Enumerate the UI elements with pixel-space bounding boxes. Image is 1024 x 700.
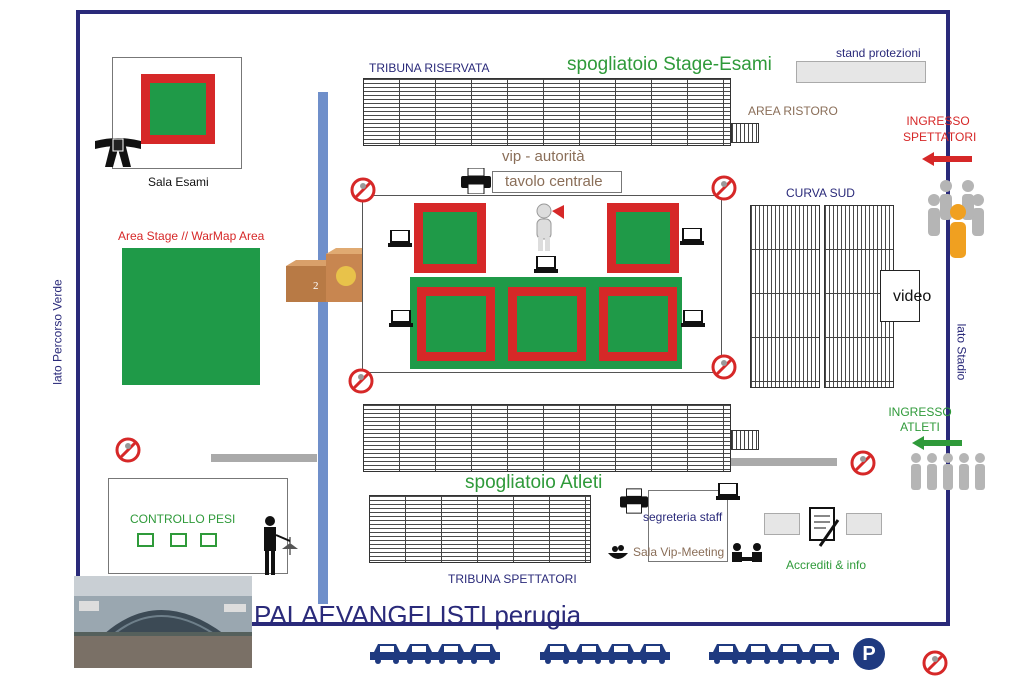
- area-stage-label: Area Stage // WarMap Area: [118, 229, 265, 243]
- car-icon: [540, 644, 574, 664]
- parking-row-3: [709, 642, 839, 666]
- black-belt-icon: [95, 138, 141, 167]
- scale-2-icon: [170, 533, 187, 547]
- accrediti-info-label: Accrediti & info: [786, 558, 867, 572]
- car-icon: [805, 644, 839, 664]
- crowd-icon: [928, 180, 984, 258]
- car-icon: [604, 644, 638, 664]
- tribuna-spettatori-stands: [369, 495, 591, 563]
- meeting-icon: [732, 543, 762, 562]
- no-smoking-icon: [115, 437, 141, 463]
- scale-3-icon: [200, 533, 217, 547]
- car-icon: [773, 644, 807, 664]
- scale-person-icon: [264, 516, 298, 575]
- scale-1-icon: [137, 533, 154, 547]
- main-stands-bottom: [363, 404, 731, 472]
- video-label: video: [893, 288, 932, 305]
- segreteria-room: [648, 490, 728, 562]
- mat-top-left: [414, 203, 486, 273]
- vip-autorita-label: vip - autorità: [502, 148, 585, 165]
- laptop-icon: [681, 310, 705, 327]
- laptop-icon: [534, 256, 558, 273]
- car-icon: [741, 644, 775, 664]
- lato-stadio-label: lato Stadio: [954, 323, 969, 381]
- megaphone-person-icon: [536, 203, 564, 251]
- spogliatoio-atleti-label: spogliatoio Atleti: [465, 472, 603, 493]
- parking-row-2: [540, 642, 670, 666]
- palaevangelisti-photo: [74, 576, 252, 668]
- venue-boundary: [76, 10, 950, 626]
- car-icon: [402, 644, 436, 664]
- area-ristoro-label: AREA RISTORO: [748, 104, 838, 118]
- parking-row-1: [370, 642, 500, 666]
- document-icon: [809, 507, 840, 547]
- blue-corridor: [318, 92, 328, 604]
- controllo-pesi-label: CONTROLLO PESI: [130, 512, 236, 526]
- mat-top-right: [607, 203, 679, 273]
- no-smoking-icon: [348, 368, 374, 394]
- stand-protezioni-box: [796, 61, 926, 83]
- venue-title: PALAEVANGELISTI perugia: [254, 600, 582, 630]
- mat-bottom-2: [508, 287, 586, 361]
- spogliatoio-stage-label: spogliatoio Stage-Esami: [567, 54, 772, 75]
- tavolo-centrale-box: [492, 171, 622, 193]
- car-icon: [709, 644, 743, 664]
- accrediti-desk-right: [846, 513, 882, 535]
- mat-bottom-3: [599, 287, 677, 361]
- mat-bottom-1: [417, 287, 495, 361]
- sala-vip-meeting-label: Sala Vip-Meeting: [633, 545, 725, 559]
- no-smoking-icon: [711, 354, 737, 380]
- laptop-icon: [680, 228, 704, 245]
- car-icon: [370, 644, 404, 664]
- car-icon: [466, 644, 500, 664]
- stairs-bottom: [731, 430, 759, 450]
- stairs-top: [731, 123, 759, 143]
- no-smoking-icon: [711, 175, 737, 201]
- printer-icon: [461, 168, 491, 194]
- curva-sud-stands-left: [750, 205, 820, 388]
- entry-arrow-green: [912, 436, 962, 450]
- lato-percorso-verde-label: lato Percorso Verde: [50, 279, 65, 385]
- car-icon: [636, 644, 670, 664]
- segreteria-staff-label: segreteria staff: [643, 510, 723, 524]
- stand-protezioni-label: stand protezioni: [836, 46, 921, 60]
- video-screen: [880, 270, 920, 322]
- tavolo-centrale-label: tavolo centrale: [505, 173, 603, 190]
- entry-arrow-red: [922, 152, 972, 166]
- laptop-icon: [716, 483, 740, 500]
- car-icon: [572, 644, 606, 664]
- tribuna-spettatori-label: TRIBUNA SPETTATORI: [448, 572, 577, 586]
- ingresso-atleti-label: INGRESSO ATLETI: [888, 405, 952, 434]
- printer-icon: [620, 488, 648, 514]
- accrediti-desk-left: [764, 513, 800, 535]
- area-stage-mat: [122, 248, 260, 385]
- sala-esami-room: [112, 57, 242, 169]
- no-smoking-icon: [922, 650, 948, 676]
- barrier-right: [731, 458, 837, 466]
- parking-icon: P: [853, 638, 885, 670]
- food-icon: [608, 545, 628, 559]
- crowd-icon: [911, 453, 985, 490]
- car-icon: [434, 644, 468, 664]
- barrier-left: [211, 454, 317, 462]
- podium-second-label: 2: [313, 280, 319, 292]
- curva-sud-label: CURVA SUD: [786, 186, 855, 200]
- no-smoking-icon: [850, 450, 876, 476]
- ingresso-spettatori-label: INGRESSO SPETTATORI: [903, 114, 977, 144]
- controllo-pesi-room: [108, 478, 288, 574]
- exam-mat: [141, 74, 215, 144]
- laptop-icon: [389, 310, 413, 327]
- sala-esami-label: Sala Esami: [148, 175, 209, 189]
- no-smoking-icon: [350, 177, 376, 203]
- tribuna-riservata-label: TRIBUNA RISERVATA: [369, 61, 490, 75]
- tribuna-riservata-stands: [363, 78, 731, 146]
- laptop-icon: [388, 230, 412, 247]
